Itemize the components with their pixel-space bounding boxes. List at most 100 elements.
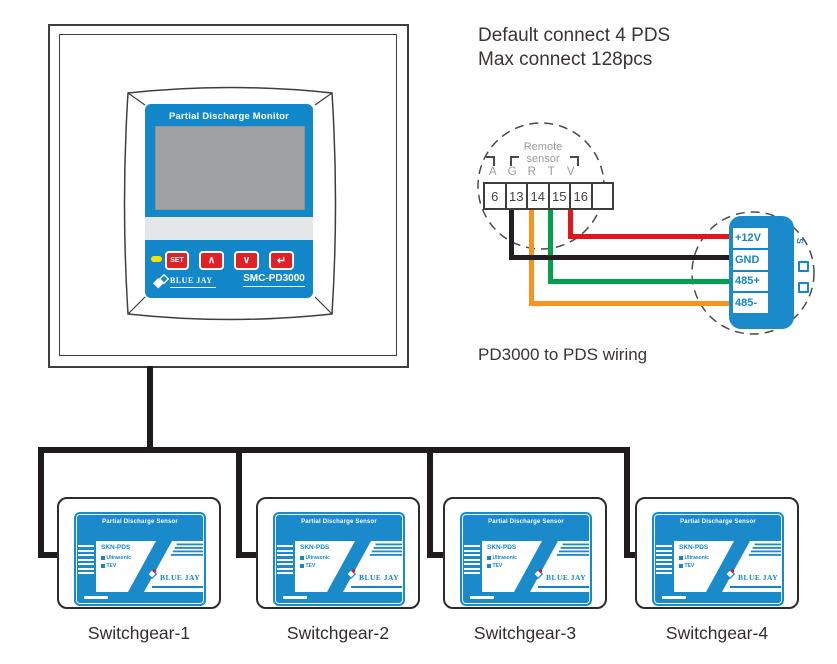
feature-ultrasonic: Ultrasonic — [487, 555, 517, 561]
terminal-box — [590, 182, 614, 210]
feature-tev: TEV — [679, 563, 694, 569]
sensor-label-band: SKN-PDS Ultrasonic TEV — [76, 541, 204, 592]
sensor-title: Partial Discharge Sensor — [102, 519, 178, 525]
monitor-lcd-screen — [155, 126, 305, 210]
dip-switch-icon — [798, 261, 809, 272]
terminal-box: 15 — [547, 182, 571, 210]
bluejay-logo-icon — [140, 569, 158, 584]
checkbox-icon — [101, 556, 105, 560]
switchgear-label: Switchgear-2 — [286, 623, 390, 643]
remote-sensor-label: Remote sensor — [523, 141, 563, 165]
sensor-bottom-mark — [662, 596, 686, 599]
bus-stub-1 — [38, 552, 59, 558]
diagonal-stripe-icon — [327, 541, 403, 592]
up-button[interactable]: ∧ — [199, 251, 224, 270]
switchgear-label: Switchgear-3 — [473, 623, 577, 643]
sensor-brand-text: BLUE JAY — [738, 573, 779, 582]
alarm-led — [151, 256, 162, 262]
sensor-title: Partial Discharge Sensor — [488, 519, 564, 525]
pds-sensor-unit: Partial Discharge Sensor — [635, 497, 799, 657]
note-max-connect: Max connect 128pcs — [478, 49, 653, 70]
bluejay-logo-icon — [718, 569, 736, 584]
switchgear-label: Switchgear-1 — [87, 623, 191, 643]
checkbox-icon — [679, 556, 683, 560]
brand-underline — [152, 586, 204, 588]
note-default-connect: Default connect 4 PDS — [478, 25, 671, 46]
panel-cutout-inner — [59, 34, 397, 356]
pin-letter: A — [488, 166, 497, 178]
sensor-label-band: SKN-PDS Ultrasonic TEV — [275, 541, 403, 592]
bluejay-logo-icon — [152, 274, 170, 289]
sensor-model: SKN-PDS — [101, 544, 131, 551]
brand-underline — [538, 586, 590, 588]
wiring-caption: PD3000 to PDS wiring — [478, 345, 648, 364]
connection-notes: Default connect 4 PDS Max connect 128pcs — [478, 24, 670, 72]
terminal-box: 14 — [526, 182, 550, 210]
monitor-divider-band — [145, 217, 313, 240]
pds-pin-label: 485- — [735, 297, 758, 310]
sensor-label-band: SKN-PDS Ultrasonic TEV — [462, 541, 590, 592]
sensor-model: SKN-PDS — [679, 544, 709, 551]
checkbox-icon — [300, 556, 304, 560]
panel-cutout-outer — [48, 24, 409, 368]
sensor-case: Partial Discharge Sensor — [443, 497, 607, 609]
vent-stripes-icon — [76, 541, 96, 592]
dip-switch-icon — [798, 282, 809, 293]
pds-pin-label: GND — [733, 250, 768, 272]
enter-button[interactable]: ↵ — [269, 251, 294, 270]
sensor-bottom-mark — [470, 596, 494, 599]
checkbox-icon — [679, 564, 683, 568]
bluejay-logo-icon — [339, 569, 357, 584]
sensor-model: SKN-PDS — [487, 544, 517, 551]
bus-drop-4 — [624, 447, 630, 558]
feature-tev: TEV — [300, 563, 315, 569]
bus-horizontal — [38, 447, 630, 453]
sensor-brand-text: BLUE JAY — [359, 573, 400, 582]
switchgear-label: Switchgear-4 — [665, 623, 769, 643]
sensor-title: Partial Discharge Sensor — [680, 519, 756, 525]
set-button[interactable]: SET — [165, 251, 189, 270]
sensor-bottom-mark — [283, 596, 307, 599]
pin-letter: V — [566, 166, 575, 178]
wire-green-vertical — [548, 207, 553, 284]
diagonal-stripe-icon — [514, 541, 590, 592]
wire-red-horizontal — [568, 234, 729, 239]
bracket-icon — [570, 156, 579, 166]
checkbox-icon — [101, 564, 105, 568]
wire-black-horizontal — [509, 255, 729, 260]
bus-drop-3 — [427, 447, 433, 558]
pin-letter: G — [507, 166, 517, 178]
sensor-case: Partial Discharge Sensor — [256, 497, 420, 609]
vent-stripes-icon — [275, 541, 295, 592]
brand-underline — [351, 586, 403, 588]
pin-letter: R — [527, 166, 536, 178]
sensor-face: Partial Discharge Sensor — [273, 512, 405, 606]
terminal-box: 6 — [483, 182, 507, 210]
wire-green-horizontal — [548, 279, 729, 284]
pds-sensor-unit: Partial Discharge Sensor — [443, 497, 607, 657]
monitor-title: Partial Discharge Monitor — [168, 111, 290, 122]
feature-ultrasonic: Ultrasonic — [679, 555, 709, 561]
terminal-box: 16 — [569, 182, 593, 210]
wire-red-vertical — [568, 207, 573, 239]
bus-stub-4 — [624, 552, 638, 558]
bracket-icon — [486, 156, 495, 166]
sensor-face: Partial Discharge Sensor — [460, 512, 592, 606]
pds-sensor-unit: Partial Discharge Sensor — [57, 497, 221, 657]
sensor-case: Partial Discharge Sensor — [635, 497, 799, 609]
bus-drop-2 — [236, 447, 242, 558]
down-button[interactable]: ∨ — [234, 251, 259, 270]
monitor-front-panel: Partial Discharge Monitor SET ∧ ∨ ↵ BLUE… — [145, 104, 313, 298]
brand-underline — [730, 586, 782, 588]
pds-sensor-unit: Partial Discharge Sensor — [256, 497, 420, 657]
checkbox-icon — [487, 556, 491, 560]
feature-ultrasonic: Ultrasonic — [101, 555, 131, 561]
diagonal-stripe-icon — [706, 541, 782, 592]
bus-monitor-drop — [147, 366, 153, 451]
sensor-model: SKN-PDS — [300, 544, 330, 551]
bus-stub-3 — [427, 552, 445, 558]
bus-drop-1 — [38, 447, 44, 558]
